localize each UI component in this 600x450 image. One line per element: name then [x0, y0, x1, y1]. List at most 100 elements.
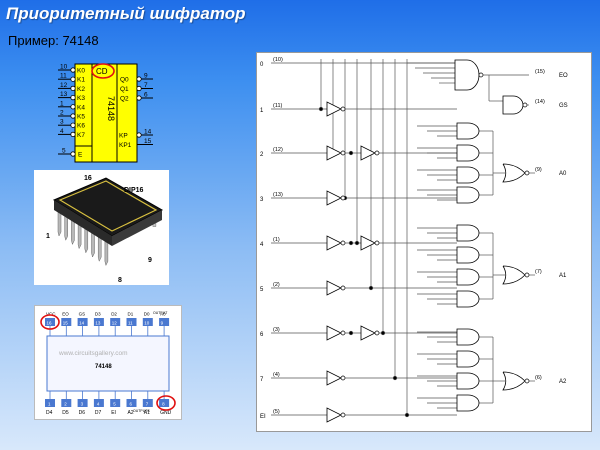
pinout-top-label: A0	[160, 312, 166, 317]
pinout-part-number: 74148	[95, 364, 112, 370]
schematic-gs-nand	[502, 95, 524, 115]
pinout-ic-body	[46, 335, 170, 392]
schematic-junction	[348, 150, 354, 156]
symbol-body	[91, 63, 118, 163]
dip-lead	[91, 232, 95, 258]
symbol-enable-label: E	[78, 152, 83, 159]
slide-title: Приоритетный шифратор	[6, 4, 246, 23]
schematic-junction	[392, 375, 398, 381]
symbol-inversion-bubble	[70, 85, 76, 91]
pinout-pad	[77, 318, 88, 326]
pinout-pad	[45, 399, 55, 407]
dip-pin9-label: 9	[148, 257, 152, 264]
dip-lead	[104, 240, 109, 267]
dip-name: DIP16	[124, 187, 144, 194]
pinout-pin-number: 3	[81, 402, 84, 407]
schematic-input-inverter	[326, 325, 342, 341]
pinout-top-label: D2	[111, 312, 117, 317]
pinout-pad	[61, 318, 72, 326]
pinout-pin-number: 12	[112, 321, 118, 326]
schematic-output-pin: (9)	[535, 167, 542, 173]
schematic-nor-gate	[502, 371, 526, 391]
schematic-nand-bubble	[478, 72, 484, 78]
pinout-panel: 74148 www.circuitsgallery.com OUTPUT OUT…	[34, 305, 182, 420]
schematic-nor-gate	[502, 163, 526, 183]
symbol-input-pin: 4	[60, 128, 64, 135]
schematic-junction	[354, 240, 360, 246]
pinout-pin-number: 5	[113, 402, 116, 407]
logic-schematic-panel: 0(10)1(11)2(12)3(13)4(1)5(2)6(3)7(4)EI(5…	[256, 52, 592, 432]
schematic-input-pin: (13)	[273, 192, 283, 198]
pinout-pad	[110, 318, 121, 326]
dip-pin1-label: 1	[46, 233, 50, 240]
schematic-input-inverter	[326, 280, 342, 296]
pinout-pin-number: 8	[162, 402, 165, 407]
schematic-input-pin: (10)	[273, 57, 283, 63]
schematic-output-pin: (14)	[535, 99, 545, 105]
schematic-second-inverter	[360, 235, 376, 251]
schematic-and-gate	[456, 166, 480, 184]
vcc-highlight-circle	[40, 314, 60, 330]
pinout-pin-number: 11	[128, 321, 133, 326]
pinout-bottom-label: GND	[160, 410, 172, 416]
schematic-inverter-bubble	[374, 150, 380, 156]
schematic-input-pin: (1)	[273, 237, 280, 243]
pinout-pin-number: 10	[144, 321, 150, 326]
schematic-and-gate	[456, 224, 480, 242]
schematic-and-gate	[456, 328, 480, 346]
schematic-junction	[348, 240, 354, 246]
symbol-output-pin: 9	[144, 73, 148, 80]
symbol-input-label: K4	[77, 104, 85, 111]
schematic-nand-bubble	[522, 102, 528, 108]
schematic-and-gate	[456, 246, 480, 264]
symbol-enable-pin: 5	[62, 148, 66, 155]
schematic-output-pin: (15)	[535, 69, 545, 75]
schematic-and-gate	[456, 372, 480, 390]
pinout-pin-number: 13	[95, 321, 101, 326]
symbol-input-label: K2	[77, 86, 85, 93]
symbol-inversion-bubble	[70, 113, 76, 119]
dip-body-side	[54, 200, 112, 246]
pinout-top-label: D0	[144, 312, 150, 317]
pinout-pin-number: 9	[161, 321, 164, 326]
pinout-pad	[93, 399, 104, 407]
symbol-output-label: Q0	[120, 77, 129, 84]
schematic-nor-bubble	[524, 272, 530, 278]
schematic-nor-gate	[502, 265, 526, 285]
pinout-pad	[142, 318, 153, 326]
pinout-bottom-label: D6	[79, 410, 86, 416]
schematic-input-index: 1	[260, 108, 264, 114]
schematic-input-index: 0	[260, 62, 264, 68]
schematic-input-index: 2	[260, 152, 264, 158]
schematic-input-index: 6	[260, 332, 264, 338]
symbol-output-bubble	[136, 76, 142, 82]
symbol-input-label: K1	[77, 77, 85, 84]
pinout-pin-number: 14	[79, 321, 85, 326]
schematic-input-index: EI	[260, 414, 266, 420]
schematic-input-inverter	[326, 190, 342, 206]
dip-lead	[77, 224, 82, 250]
pinout-pad	[110, 399, 121, 407]
dip-package-drawing: 16 DIP16 1 9 8	[46, 175, 164, 284]
symbol-input-label: K0	[77, 68, 85, 75]
dip-outline-marking	[58, 180, 158, 232]
pinout-bottom-label: A1	[144, 410, 150, 416]
dip-pin8-label: 8	[118, 277, 122, 284]
symbol-output-bubble	[136, 95, 142, 101]
symbol-part-number: 74148	[106, 96, 116, 121]
pinout-bottom-label: D5	[62, 410, 69, 416]
schematic-input-inverter	[326, 101, 342, 117]
pinout-top-label: D3	[95, 312, 101, 317]
pinout-top-label: VCC	[46, 312, 56, 317]
schematic-inverter-bubble	[340, 106, 346, 112]
schematic-inverter-bubble	[340, 195, 346, 201]
schematic-input-inverter	[326, 235, 342, 251]
schematic-and-gate	[456, 122, 480, 140]
symbol-output-pin: 6	[144, 92, 148, 99]
schematic-output-name: A1	[559, 273, 567, 279]
symbol-input-pin: 12	[60, 82, 68, 89]
pinout-pad	[61, 399, 72, 407]
symbol-flag-pin: 14	[144, 129, 152, 136]
dip-lead	[71, 219, 75, 246]
